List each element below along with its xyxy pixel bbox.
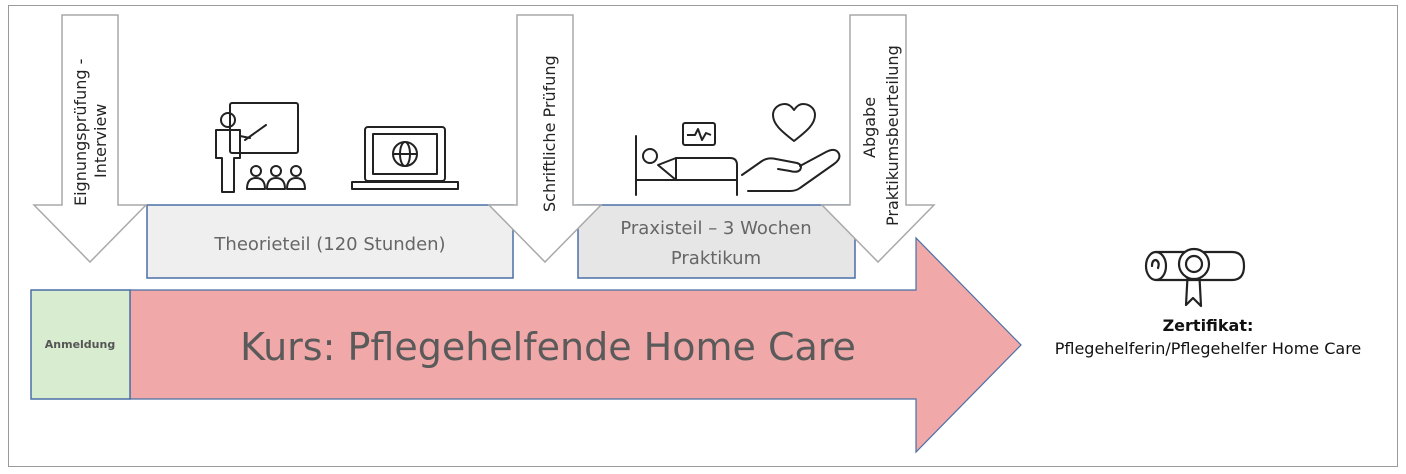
anmeldung-box bbox=[30, 289, 131, 400]
zertifikat-title: Zertifikat: bbox=[1163, 316, 1254, 335]
certificate-icon bbox=[1144, 247, 1246, 308]
heart-monitor-icon bbox=[682, 122, 716, 146]
teacher-presentation-icon bbox=[215, 102, 306, 193]
abgabe-arrow bbox=[820, 14, 936, 264]
abgabe-label-line2: Praktikumsbeurteilung bbox=[883, 45, 902, 226]
praxis-box bbox=[577, 204, 856, 279]
anmeldung-label: Anmeldung bbox=[45, 338, 115, 351]
schriftlich-label: Schriftliche Prüfung bbox=[540, 55, 559, 212]
eignung-label-line2: Interview bbox=[91, 104, 110, 178]
theorie-box bbox=[146, 204, 514, 279]
abgabe-label-line1: Abgabe bbox=[860, 97, 879, 158]
laptop-globe-icon bbox=[351, 126, 459, 190]
course-arrow bbox=[129, 236, 1022, 454]
patient-bed-icon bbox=[635, 135, 738, 196]
praxis-label-line2: Praktikum bbox=[671, 248, 761, 269]
theorie-label: Theorieteil (120 Stunden) bbox=[213, 234, 445, 255]
schriftlich-arrow bbox=[487, 14, 603, 264]
praxis-label-line1: Praxisteil – 3 Wochen bbox=[620, 218, 811, 239]
zertifikat-subtitle: Pflegehelferin/Pflegehelfer Home Care bbox=[1055, 339, 1362, 358]
heart-hand-icon bbox=[741, 103, 841, 192]
eignung-arrow bbox=[32, 14, 148, 264]
eignung-label-line1: Eignungsprüfung - bbox=[71, 59, 90, 206]
course-title: Kurs: Pflegehelfende Home Care bbox=[240, 325, 856, 369]
